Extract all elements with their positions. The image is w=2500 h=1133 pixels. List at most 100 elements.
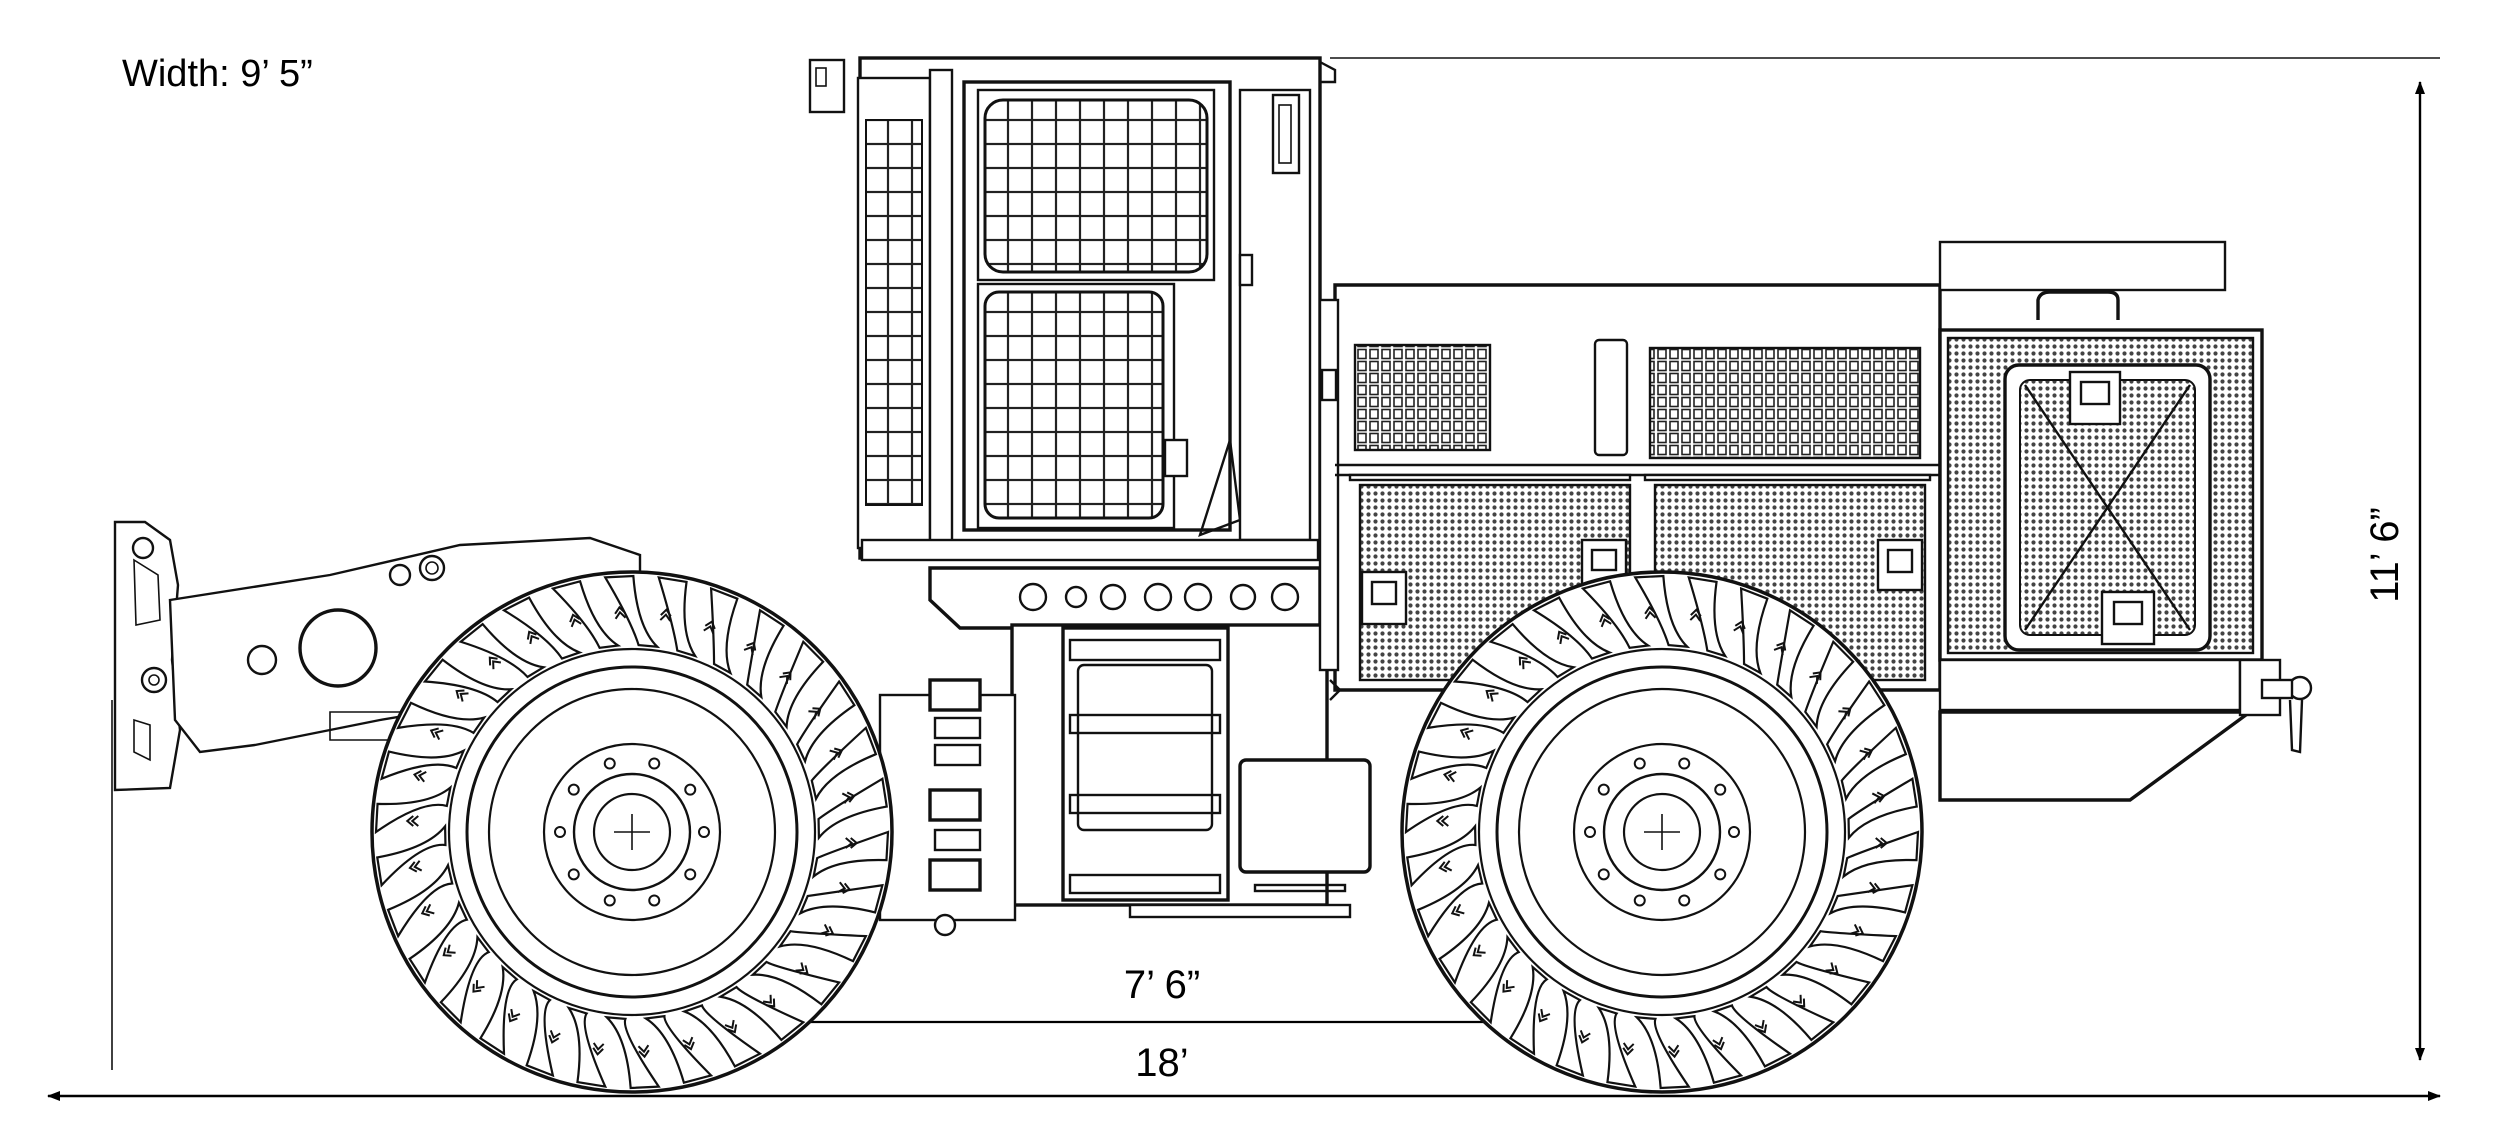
tread-lug xyxy=(550,579,622,650)
tread-chevron xyxy=(1875,837,1889,849)
tread-chevron xyxy=(659,608,672,622)
access-ladder xyxy=(1061,626,1230,902)
tire-sidewall xyxy=(1477,647,1847,1017)
lug-nut xyxy=(554,826,566,838)
tread-chevron xyxy=(408,860,423,873)
tread-lug xyxy=(396,701,487,735)
tread-lug xyxy=(1555,988,1585,1078)
tread-chevron xyxy=(820,923,835,937)
tread-chevron xyxy=(795,962,809,975)
tread-chevron xyxy=(724,1019,738,1034)
lug-nut xyxy=(684,783,697,796)
lug-nut xyxy=(648,757,661,770)
tread-chevron xyxy=(1792,994,1806,1008)
radiator-latch xyxy=(2068,370,2122,426)
cab-lower-window-grid xyxy=(983,290,1165,520)
tread-chevron xyxy=(1518,656,1532,670)
radiator-latch xyxy=(2100,590,2156,646)
tread-lug xyxy=(1633,1015,1691,1090)
tread-chevron xyxy=(442,944,456,957)
tread-chevron xyxy=(762,994,776,1008)
tread-lug xyxy=(422,658,515,704)
tread-chevron xyxy=(455,689,469,702)
tread-lug xyxy=(1409,748,1496,781)
tread-chevron xyxy=(1556,630,1570,645)
tread-chevron xyxy=(1859,747,1874,761)
tread-lug xyxy=(1596,1006,1638,1089)
tread-lug xyxy=(376,823,447,888)
tread-chevron xyxy=(548,1029,561,1044)
tread-lug xyxy=(478,964,519,1056)
tread-chevron xyxy=(420,903,435,917)
tread-chevron xyxy=(1442,769,1457,783)
hood-upper-mesh-right xyxy=(1648,346,1922,460)
rear-wheel xyxy=(370,570,894,1094)
tread-chevron xyxy=(569,613,582,628)
tread-lug xyxy=(709,586,739,676)
tread-lug xyxy=(1508,964,1549,1056)
tread-lug xyxy=(1687,576,1728,658)
tread-lug xyxy=(603,1015,661,1090)
cab-side-handle xyxy=(1271,93,1301,175)
tread-lug xyxy=(1739,586,1769,676)
lug-nut xyxy=(648,894,661,907)
tread-chevron xyxy=(1435,815,1449,827)
articulation-joint xyxy=(858,678,1017,937)
tread-chevron xyxy=(592,1042,605,1056)
tread-chevron xyxy=(1644,605,1657,620)
wheel-hub xyxy=(1602,772,1722,892)
cab xyxy=(808,56,1337,630)
tread-chevron xyxy=(1838,707,1852,720)
lug-nut xyxy=(1597,868,1610,881)
wheelbase-label: 7’ 6” xyxy=(1124,963,1200,1007)
lug-nut xyxy=(1584,826,1596,838)
tread-chevron xyxy=(1667,1044,1680,1059)
hood-latch xyxy=(1360,570,1408,626)
tread-lug xyxy=(1416,862,1484,939)
tread-chevron xyxy=(1622,1042,1635,1056)
tread-chevron xyxy=(1537,1008,1551,1023)
lug-nut xyxy=(684,868,697,881)
tread-lug xyxy=(525,988,555,1078)
tread-chevron xyxy=(845,837,859,849)
tread-lug xyxy=(681,1003,763,1068)
lug-nut xyxy=(1633,894,1646,907)
tread-lug xyxy=(1488,622,1577,679)
tread-lug xyxy=(439,934,491,1025)
tread-chevron xyxy=(1871,791,1886,804)
tool-box xyxy=(1238,758,1372,874)
tread-chevron xyxy=(412,769,427,783)
lug-nut xyxy=(567,783,580,796)
lug-nut xyxy=(1714,783,1727,796)
tread-lug xyxy=(1426,701,1517,735)
tread-chevron xyxy=(507,1008,521,1023)
tread-lug xyxy=(1406,823,1477,888)
tread-chevron xyxy=(405,815,419,827)
length-label: 18’ xyxy=(1135,1041,1188,1085)
tread-chevron xyxy=(682,1036,695,1051)
tread-lug xyxy=(1580,579,1652,650)
tread-lug xyxy=(603,574,661,649)
tread-lug xyxy=(1633,574,1691,649)
tread-chevron xyxy=(637,1044,650,1059)
tread-chevron xyxy=(1773,641,1787,656)
tread-chevron xyxy=(829,747,844,761)
hood-upper-mesh-left xyxy=(1353,343,1492,452)
tread-chevron xyxy=(488,656,502,670)
height-label: 11’ 6” xyxy=(2363,507,2407,603)
tire-sidewall xyxy=(447,647,817,1017)
tread-chevron xyxy=(1733,620,1746,635)
front-wheel xyxy=(1400,570,1924,1094)
lug-nut xyxy=(1597,783,1610,796)
wheel-hub-cap xyxy=(592,792,672,872)
tread-chevron xyxy=(1459,727,1474,741)
lug-nut xyxy=(603,757,616,770)
tread-chevron xyxy=(1825,962,1839,975)
lug-nut xyxy=(1633,757,1646,770)
tread-lug xyxy=(657,576,698,658)
lug-nut xyxy=(603,894,616,907)
tread-lug xyxy=(501,596,583,660)
wheel-rim-inner xyxy=(487,687,777,977)
width-label: Width: 9’ 5” xyxy=(122,53,313,95)
tread-lug xyxy=(458,622,547,679)
